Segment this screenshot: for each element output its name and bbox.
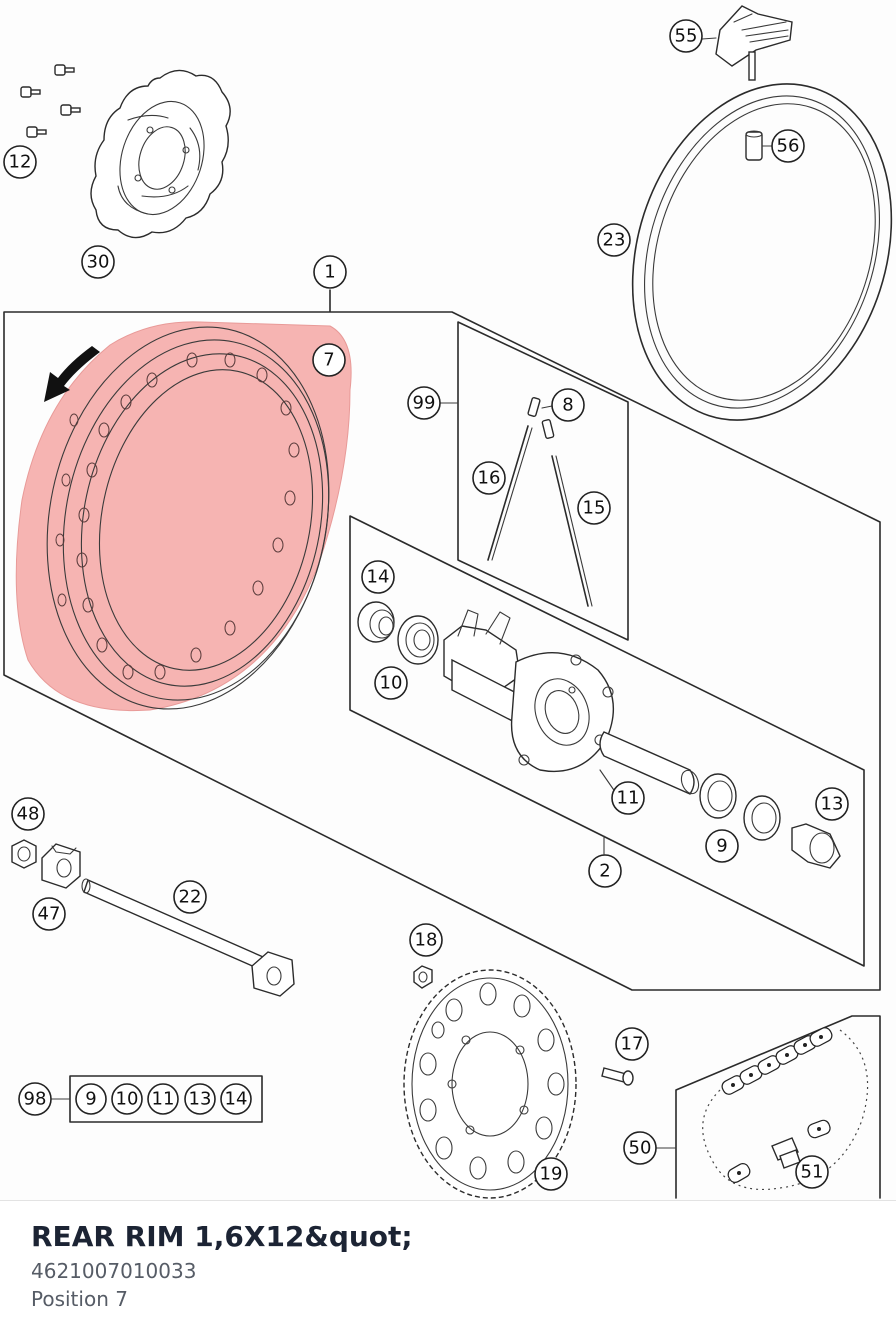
callout-18[interactable]: 18 <box>409 923 443 957</box>
exploded-parts-diagram: 1 2 7 8 9 10 11 12 13 14 15 16 17 18 19 … <box>3 5 896 1199</box>
rear-hub[interactable] <box>443 609 615 773</box>
svg-text:9: 9 <box>716 836 727 857</box>
disc-screws[interactable] <box>20 64 81 138</box>
callout-16[interactable]: 16 <box>472 461 506 495</box>
callout-17[interactable]: 17 <box>615 1027 649 1061</box>
callout-10[interactable]: 10 <box>374 666 408 700</box>
svg-text:30: 30 <box>87 252 110 273</box>
callout-99[interactable]: 99 <box>407 386 441 420</box>
part-number: 4621007010033 <box>31 1259 197 1283</box>
valve-nut[interactable] <box>745 130 763 161</box>
svg-text:2: 2 <box>599 861 610 882</box>
svg-text:23: 23 <box>603 230 626 251</box>
kit-item-14: 14 <box>220 1083 252 1115</box>
bearing-kit-box <box>51 1075 263 1123</box>
sprocket-screw-17[interactable] <box>601 1067 634 1086</box>
bearing-9-a[interactable] <box>699 773 737 819</box>
svg-text:12: 12 <box>9 152 32 173</box>
callout-2[interactable]: 2 <box>588 854 622 888</box>
svg-text:11: 11 <box>617 788 640 809</box>
callout-56[interactable]: 56 <box>771 129 805 163</box>
bearing-9-b[interactable] <box>743 795 781 841</box>
svg-text:1: 1 <box>324 262 335 283</box>
sprocket-nut-18[interactable] <box>413 965 433 989</box>
kit-item-9: 9 <box>75 1083 107 1115</box>
spacer-11[interactable] <box>599 731 702 796</box>
svg-text:51: 51 <box>801 1162 824 1183</box>
callout-51[interactable]: 51 <box>795 1155 829 1189</box>
svg-text:50: 50 <box>629 1138 652 1159</box>
callout-47[interactable]: 47 <box>32 897 66 931</box>
callout-13[interactable]: 13 <box>815 787 849 821</box>
rim-band[interactable] <box>591 50 896 454</box>
callout-7[interactable]: 7 <box>312 343 346 377</box>
callout-12[interactable]: 12 <box>3 145 37 179</box>
svg-text:17: 17 <box>621 1034 644 1055</box>
hub-seal-13[interactable] <box>791 823 841 869</box>
callout-55[interactable]: 55 <box>669 19 703 53</box>
callout-30[interactable]: 30 <box>81 245 115 279</box>
chain-master-link[interactable] <box>771 1137 801 1169</box>
callout-19[interactable]: 19 <box>534 1157 568 1191</box>
svg-text:98: 98 <box>24 1089 47 1110</box>
callout-14[interactable]: 14 <box>361 560 395 594</box>
svg-text:18: 18 <box>415 930 438 951</box>
callout-15[interactable]: 15 <box>577 491 611 525</box>
callout-48[interactable]: 48 <box>11 797 45 831</box>
part-info-panel: REAR RIM 1,6X12&quot; 4621007010033 Posi… <box>0 1200 896 1335</box>
brake-disc[interactable] <box>90 69 231 239</box>
nut-48[interactable] <box>11 839 37 869</box>
part-title: REAR RIM 1,6X12&quot; <box>31 1220 413 1253</box>
svg-text:11: 11 <box>152 1089 175 1110</box>
wheel-assembly-outline <box>3 289 881 991</box>
callout-9[interactable]: 9 <box>705 829 739 863</box>
rim-lock[interactable] <box>715 5 793 81</box>
callout-23[interactable]: 23 <box>597 223 631 257</box>
part-position: Position 7 <box>31 1287 128 1311</box>
kit-item-10: 10 <box>111 1083 143 1115</box>
callout-22[interactable]: 22 <box>173 880 207 914</box>
svg-text:56: 56 <box>777 136 800 157</box>
rotation-arrow-icon <box>44 346 100 402</box>
kit-item-11: 11 <box>147 1083 179 1115</box>
svg-text:14: 14 <box>367 567 390 588</box>
drive-chain[interactable] <box>702 1026 869 1191</box>
svg-text:9: 9 <box>85 1089 96 1110</box>
svg-text:55: 55 <box>675 26 698 47</box>
callout-11[interactable]: 11 <box>611 781 645 815</box>
svg-text:10: 10 <box>380 673 403 694</box>
svg-text:48: 48 <box>17 804 40 825</box>
svg-text:19: 19 <box>540 1164 563 1185</box>
chain-adjuster-47b[interactable] <box>251 951 295 997</box>
callout-1[interactable]: 1 <box>313 255 347 289</box>
svg-text:8: 8 <box>562 395 573 416</box>
svg-text:13: 13 <box>821 794 844 815</box>
callout-98[interactable]: 98 <box>18 1082 52 1116</box>
svg-text:7: 7 <box>323 350 334 371</box>
svg-text:13: 13 <box>189 1089 212 1110</box>
svg-text:99: 99 <box>413 393 436 414</box>
hub-seal-14[interactable] <box>357 601 395 643</box>
svg-text:47: 47 <box>38 904 61 925</box>
chain-adjuster-47[interactable] <box>41 843 81 889</box>
bearing-10[interactable] <box>397 615 439 665</box>
hub-assembly-box <box>349 515 865 967</box>
rear-rim-highlight[interactable] <box>13 301 363 736</box>
svg-text:15: 15 <box>583 498 606 519</box>
svg-text:16: 16 <box>478 468 501 489</box>
spokes[interactable] <box>487 397 593 607</box>
svg-text:10: 10 <box>116 1089 139 1110</box>
svg-text:14: 14 <box>225 1089 248 1110</box>
svg-text:22: 22 <box>179 887 202 908</box>
callout-50[interactable]: 50 <box>623 1131 657 1165</box>
chain-kit-box <box>655 1015 881 1199</box>
rear-sprocket-19[interactable] <box>403 969 577 1199</box>
kit-item-13: 13 <box>184 1083 216 1115</box>
spoke-kit-box <box>439 321 629 641</box>
callout-8[interactable]: 8 <box>551 388 585 422</box>
